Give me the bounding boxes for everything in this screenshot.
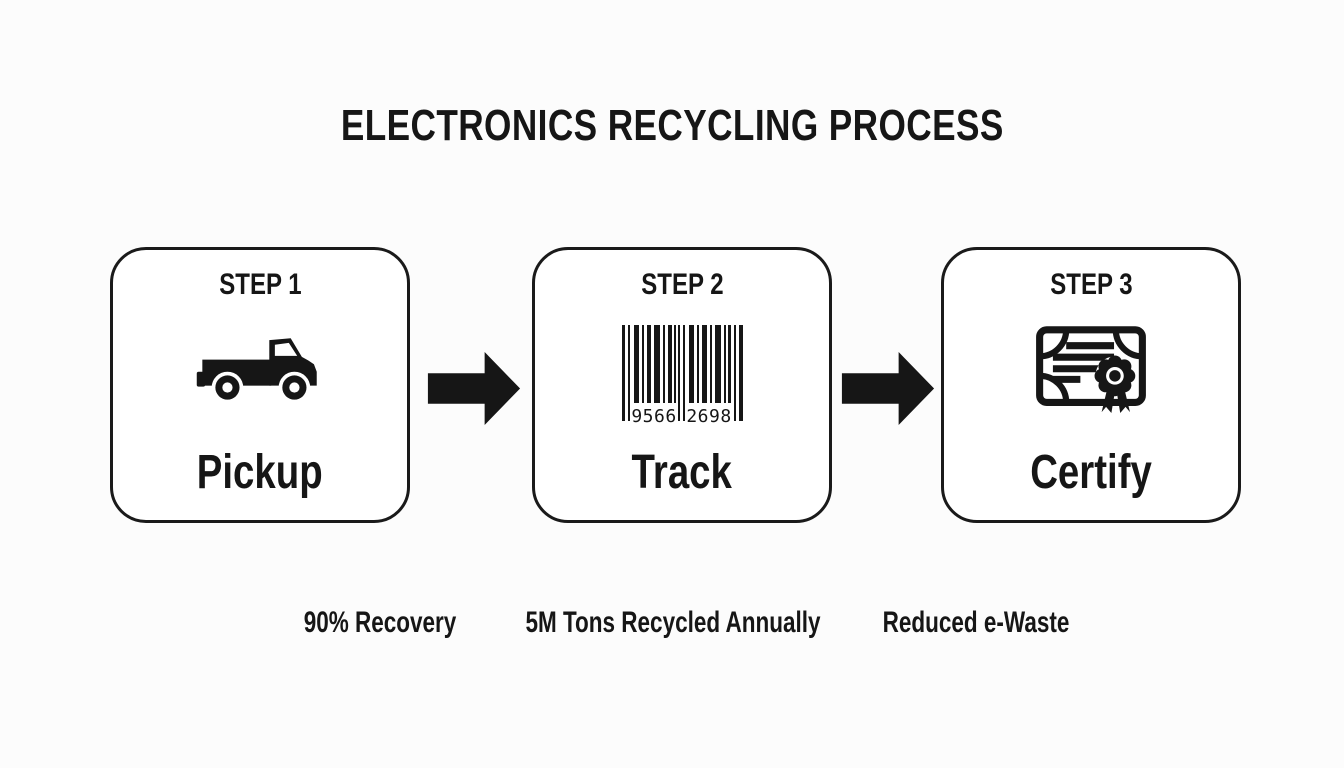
page-title: ELECTRONICS RECYCLING PROCESS xyxy=(340,101,1004,150)
arrow-right-icon xyxy=(427,349,522,428)
step-box-certify: STEP 3 xyxy=(941,247,1241,523)
stat-recovery: 90% Recovery xyxy=(303,606,457,639)
certificate-icon xyxy=(944,301,1238,448)
barcode-digits-right: 2698 xyxy=(686,406,731,427)
step-label: STEP 3 xyxy=(1049,268,1133,301)
arrow-right-icon xyxy=(841,349,936,428)
step-box-track: STEP 2 xyxy=(532,247,832,523)
step-box-pickup: STEP 1 Pickup xyxy=(110,247,410,523)
step-name: Certify xyxy=(1030,446,1152,499)
step-label: STEP 1 xyxy=(218,268,302,301)
step-name: Pickup xyxy=(197,446,323,499)
step-label: STEP 2 xyxy=(640,268,724,301)
stat-reduced-ewaste: Reduced e-Waste xyxy=(882,606,1070,639)
barcode-icon: 9566 2698 xyxy=(535,301,829,448)
truck-icon xyxy=(113,301,407,448)
barcode-digits-left: 9566 xyxy=(631,406,676,427)
stat-tons-recycled: 5M Tons Recycled Annually xyxy=(525,606,821,639)
step-name: Track xyxy=(631,446,733,499)
